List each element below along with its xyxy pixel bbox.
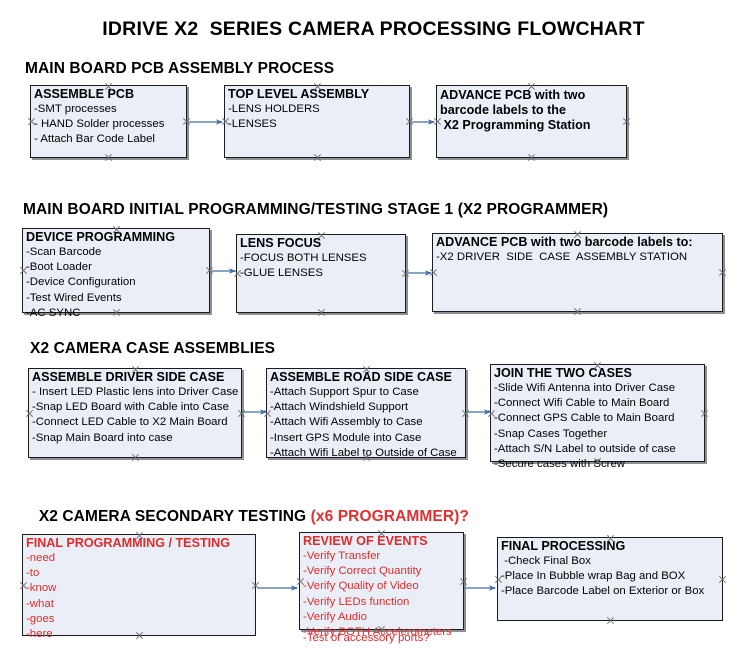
box-body: -need -to -know -what -goes -here xyxy=(23,551,255,642)
process-box-final-processing[interactable]: FINAL PROCESSING -Check Final Box -Place… xyxy=(497,537,723,621)
box-line: -Attach Wifi Assembly to Case xyxy=(270,416,423,429)
box-line: -what xyxy=(26,597,54,610)
box-title: ASSEMBLE ROAD SIDE CASE xyxy=(270,370,452,384)
box-line: -Verify Correct Quantity xyxy=(303,565,422,578)
section-heading-x2-camera-secondary-testing: X2 CAMERA SECONDARY TESTING (x6 PROGRAMM… xyxy=(30,490,469,526)
box-line: -Snap Cases Together xyxy=(494,427,608,440)
section-heading-main-board-pcb-assembly-process: MAIN BOARD PCB ASSEMBLY PROCESS xyxy=(25,60,335,77)
box-line: -Verify Transfer xyxy=(303,550,381,562)
section-heading-accent: (x6 PROGRAMMER)? xyxy=(310,508,469,525)
process-box-lens-focus[interactable]: LENS FOCUS -FOCUS BOTH LENSES -GLUE LENS… xyxy=(236,234,406,313)
box-line: -know xyxy=(26,582,57,595)
section-heading-x2-camera-case-assemblies: X2 CAMERA CASE ASSEMBLIES xyxy=(30,340,276,357)
box-line: -Boot Loader xyxy=(26,261,92,274)
box-line: -Device Configuration xyxy=(26,276,136,289)
box-line: - HAND Solder processes xyxy=(34,118,165,131)
box-line: -X2 DRIVER SIDE CASE ASSEMBLY STATION xyxy=(436,251,688,263)
box-line: -Verify LEDs function xyxy=(303,595,410,608)
process-box-join-the-two-cases[interactable]: JOIN THE TWO CASES -Slide Wifi Antenna i… xyxy=(490,364,705,470)
box-body: -FOCUS BOTH LENSES -GLUE LENSES xyxy=(237,251,405,281)
box-line: -Attach Windshield Support xyxy=(270,401,409,414)
section-heading-text: X2 CAMERA SECONDARY TESTING xyxy=(38,508,311,525)
process-box-advance-pcb-to-driver-side-case-station[interactable]: ADVANCE PCB with two barcode labels to: … xyxy=(432,233,723,312)
box-line: -need xyxy=(26,552,56,564)
box-body: -Check Final Box -Place In Bubble wrap B… xyxy=(498,554,722,600)
box-body: -Slide Wifi Antenna into Driver Case -Co… xyxy=(491,381,704,472)
box-line: - Attach Bar Code Label xyxy=(34,133,155,146)
box-title: ADVANCE PCB with two barcode labels to t… xyxy=(440,88,591,132)
process-box-top-level-assembly[interactable]: TOP LEVEL ASSEMBLY -LENS HOLDERS -LENSES xyxy=(224,85,410,158)
box-line: -Connect GPS Cable to Main Board xyxy=(494,412,675,425)
box-line: -Insert GPS Module into Case xyxy=(270,431,422,444)
process-box-advance-pcb-to-x2-programming-station[interactable]: ADVANCE PCB with two barcode labels to t… xyxy=(436,85,627,158)
box-line: -FOCUS BOTH LENSES xyxy=(240,252,367,264)
page-title: IDRIVE X2 SERIES CAMERA PROCESSING FLOWC… xyxy=(102,18,645,40)
box-title: FINAL PROGRAMMING / TESTING xyxy=(26,536,231,550)
box-body: - Insert LED Plastic lens into Driver Ca… xyxy=(29,385,241,446)
box-line: -LENSES xyxy=(228,118,277,131)
box-line: -Test Wired Events xyxy=(26,291,122,304)
box-line: -Check Final Box xyxy=(501,555,591,567)
box-title: TOP LEVEL ASSEMBLY xyxy=(228,87,370,101)
box-line: -Verify BOTH Accelerometers xyxy=(303,626,452,639)
box-body: -Verify Transfer -Verify Correct Quantit… xyxy=(300,549,463,640)
box-line: -GLUE LENSES xyxy=(240,267,323,280)
box-body: -X2 DRIVER SIDE CASE ASSEMBLY STATION xyxy=(433,250,722,265)
box-body: -Scan Barcode -Boot Loader -Device Confi… xyxy=(23,245,209,321)
box-title: DEVICE PROGRAMMING xyxy=(26,230,176,244)
box-line: -Verify Audio xyxy=(303,610,367,623)
box-line: -Attach S/N Label to outside of case xyxy=(494,442,676,455)
box-line: -here xyxy=(26,628,53,641)
section-heading-main-board-initial-programming: MAIN BOARD INITIAL PROGRAMMING/TESTING S… xyxy=(23,201,609,218)
process-box-review-of-events[interactable]: REVIEW OF EVENTS -Verify Transfer -Verif… xyxy=(299,532,464,644)
box-title: REVIEW OF EVENTS xyxy=(303,534,428,548)
box-title: JOIN THE TWO CASES xyxy=(494,366,632,380)
process-box-assemble-driver-side-case[interactable]: ASSEMBLE DRIVER SIDE CASE - Insert LED P… xyxy=(28,368,242,458)
box-line: -to xyxy=(26,567,40,580)
box-line: -goes xyxy=(26,612,55,625)
box-line: -Attach Wifi Label to Outside of Case xyxy=(270,446,457,459)
box-line: -AC SYNC xyxy=(26,306,81,319)
box-line: -SMT processes xyxy=(34,103,117,115)
box-body: -SMT processes - HAND Solder processes -… xyxy=(31,102,186,148)
box-line-overflow: -Test of accessory ports? xyxy=(303,632,430,644)
box-body: -LENS HOLDERS -LENSES xyxy=(225,102,409,132)
process-box-assemble-pcb[interactable]: ASSEMBLE PCB -SMT processes - HAND Solde… xyxy=(30,85,187,158)
box-line: -Snap LED Board with Cable into Case xyxy=(32,401,229,414)
box-line: -Connect Wifi Cable to Main Board xyxy=(494,397,670,410)
box-line: -Place Barcode Label on Exterior or Box xyxy=(501,585,705,598)
box-title: ADVANCE PCB with two barcode labels to: xyxy=(436,235,693,249)
box-line: -Scan Barcode xyxy=(26,246,102,258)
box-title: ASSEMBLE DRIVER SIDE CASE xyxy=(32,370,225,384)
box-line: -Slide Wifi Antenna into Driver Case xyxy=(494,382,676,394)
box-line: -Secure cases with Screw xyxy=(494,458,626,471)
process-box-final-programming-testing[interactable]: FINAL PROGRAMMING / TESTING -need -to -k… xyxy=(22,534,256,640)
process-box-assemble-road-side-case[interactable]: ASSEMBLE ROAD SIDE CASE -Attach Support … xyxy=(266,368,466,461)
process-box-device-programming[interactable]: DEVICE PROGRAMMING -Scan Barcode -Boot L… xyxy=(22,228,210,319)
box-line: -Place In Bubble wrap Bag and BOX xyxy=(501,570,686,583)
box-line: -Snap Main Board into case xyxy=(32,431,173,444)
box-line: -Verify Quality of Video xyxy=(303,580,419,593)
box-body: -Attach Support Spur to Case -Attach Win… xyxy=(267,385,465,461)
box-title: FINAL PROCESSING xyxy=(501,539,626,553)
box-line: -LENS HOLDERS xyxy=(228,103,320,115)
box-line: - Insert LED Plastic lens into Driver Ca… xyxy=(32,386,239,398)
box-title: LENS FOCUS xyxy=(240,236,322,250)
box-line: -Attach Support Spur to Case xyxy=(270,386,419,398)
box-line: -Connect LED Cable to X2 Main Board xyxy=(32,416,228,429)
box-title: ASSEMBLE PCB xyxy=(34,87,135,101)
